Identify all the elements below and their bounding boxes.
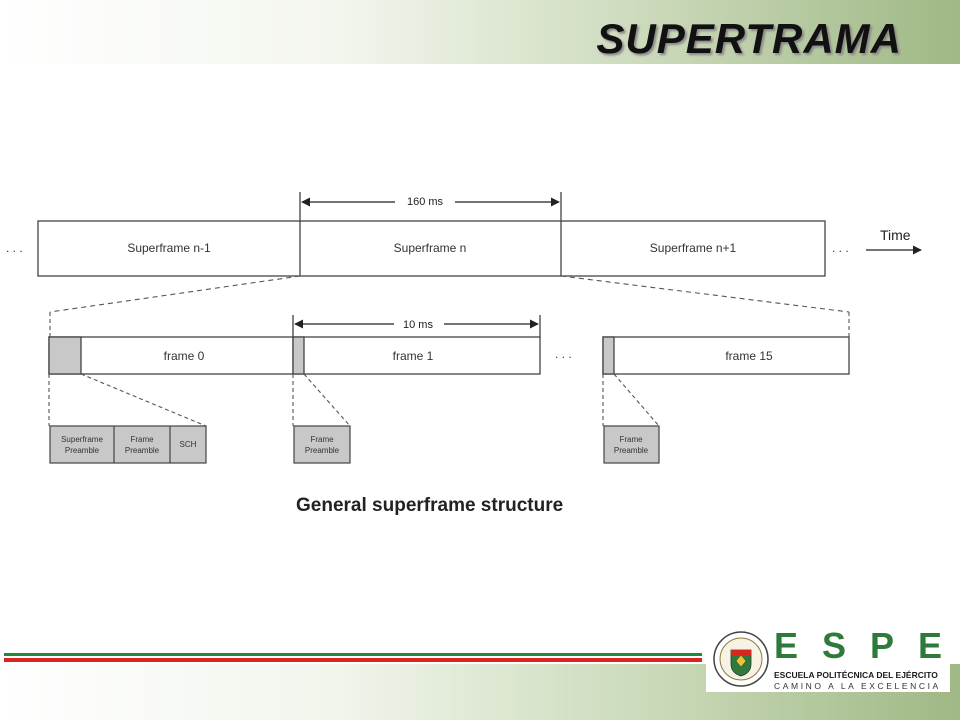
zoom-line-right [560,275,850,313]
superframe-label-current: Superframe n [394,241,467,255]
header-band [0,0,960,64]
frame-dimension-bg [394,316,444,331]
espe-school-name: ESCUELA POLITÉCNICA DEL EJÉRCITO [774,670,938,680]
ellipsis-left: . . . [6,241,23,255]
frame-duration-label: 10 ms [403,319,433,331]
slide-title: SUPERTRAMA [596,15,902,62]
frame15-field-line1: Frame [619,435,643,444]
field-superframe-preamble-line2: Preamble [65,446,100,455]
espe-letters: ESPE [774,625,960,666]
zoom-line-left [49,275,301,313]
frame0-preamble [48,336,82,375]
frame0-fields [49,425,207,464]
frame1-preamble [292,336,305,375]
superframe-duration-label: 160 ms [407,196,444,208]
frame15-preamble [602,336,615,375]
footer-stripe-red [4,658,702,662]
footer-stripe-green [4,653,702,656]
field-frame-preamble-line1: Frame [130,435,154,444]
frame15-field-line2: Preamble [614,446,649,455]
frames-row-right [602,336,850,375]
ellipsis-right: . . . [832,241,849,255]
field-sch: SCH [180,440,197,449]
frame-label-1: frame 1 [393,349,434,363]
frame15-fields [603,425,660,464]
superframe-diagram: 160 ms . . . Superframe n-1 Superframe n… [6,192,922,516]
espe-logo: ESPE ESCUELA POLITÉCNICA DEL EJÉRCITO CA… [706,626,950,692]
superframe-label-next: Superframe n+1 [650,241,737,255]
frame1-zoom-right [303,373,351,427]
footer-stripe-white [4,656,702,658]
dimension-label-bg [395,193,455,209]
frame15-zoom-right [613,373,660,427]
superframe-row [37,220,826,277]
frame1-field-line2: Preamble [305,446,340,455]
frame1-field-line1: Frame [310,435,334,444]
frame-label-15: frame 15 [725,349,773,363]
frames-ellipsis: . . . [555,347,572,361]
frame-label-0: frame 0 [164,349,205,363]
time-label: Time [880,227,911,243]
field-frame-preamble-line2: Preamble [125,446,160,455]
superframe-label-prev: Superframe n-1 [127,241,211,255]
frame1-fields [293,425,351,464]
espe-motto: CAMINO A LA EXCELENCIA [774,681,941,691]
frame0-zoom-right [80,373,207,427]
diagram-caption: General superframe structure [296,495,563,516]
espe-seal-icon [713,631,769,687]
field-superframe-preamble-line1: Superframe [61,435,103,444]
